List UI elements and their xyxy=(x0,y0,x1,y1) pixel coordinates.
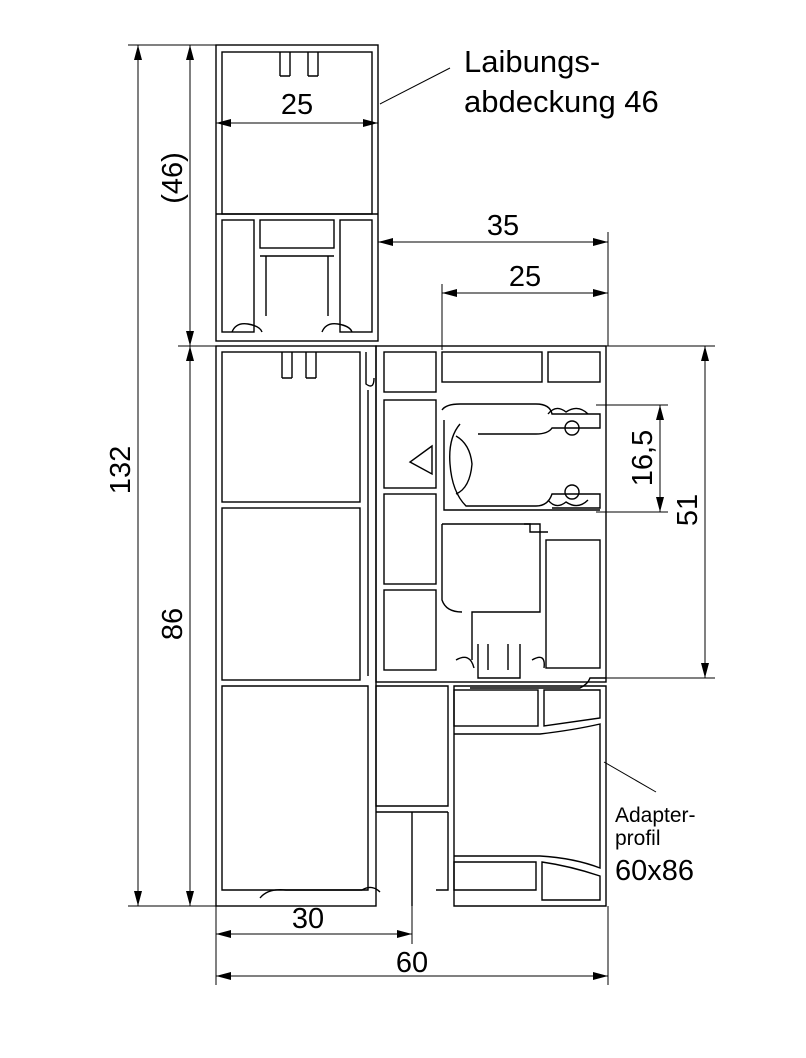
label-adapter-line1: Adapter- xyxy=(615,804,696,827)
dim-sash-height: 51 xyxy=(672,494,704,526)
dim-lower-height: 86 xyxy=(157,608,189,640)
label-adapter-line3: 60x86 xyxy=(615,855,694,887)
dim-groove: 16,5 xyxy=(627,430,659,486)
label-laibung-line2: abdeckung 46 xyxy=(464,84,659,119)
sash-profile xyxy=(375,345,607,689)
main-frame-profile xyxy=(215,345,381,907)
dim-total-height: 132 xyxy=(105,446,137,494)
dim-bottom-60: 60 xyxy=(396,947,428,979)
dimension-lines xyxy=(128,44,715,985)
laibungsabdeckung-profile xyxy=(215,44,379,342)
leader-lines xyxy=(379,67,657,793)
dim-bottom-30: 30 xyxy=(292,903,324,935)
label-laibung-line1: Laibungs- xyxy=(464,44,600,79)
dim-offset-25: 25 xyxy=(509,261,541,293)
dim-offset-35: 35 xyxy=(487,210,519,242)
adapter-profile xyxy=(375,685,607,907)
dim-top-width: 25 xyxy=(281,89,313,121)
label-adapter-line2: profil xyxy=(615,827,661,850)
dim-upper-height: (46) xyxy=(157,152,189,204)
